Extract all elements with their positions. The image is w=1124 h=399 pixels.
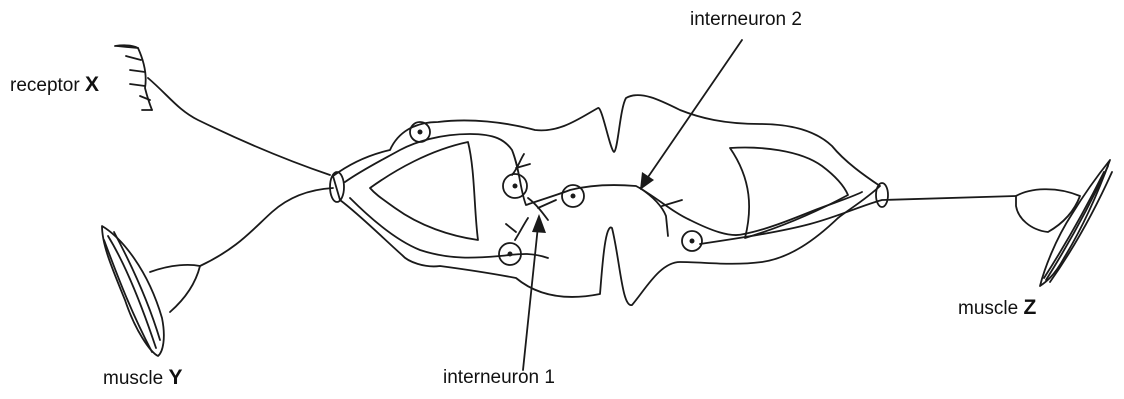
sensory-nerve (148, 78, 330, 175)
cell-body-interneuron-1 (503, 174, 527, 198)
label-receptor-text: receptor (10, 75, 85, 96)
motor-nerve-y (200, 188, 333, 266)
label-receptor-x: receptor X (10, 74, 99, 95)
muscle-z-shape (1016, 160, 1112, 286)
label-muscle-z: muscle Z (958, 297, 1036, 318)
label-receptor-letter: X (85, 73, 99, 96)
arrowhead-interneuron-2 (640, 172, 654, 190)
label-muscle-y: muscle Y (103, 367, 182, 388)
label-muscle-y-letter: Y (168, 366, 182, 389)
muscle-y-shape (102, 226, 200, 356)
grey-matter-outline (345, 134, 862, 235)
label-muscle-z-letter: Z (1023, 296, 1036, 319)
synapse-lower (506, 218, 528, 240)
arrowhead-interneuron-1 (532, 214, 546, 233)
spinal-cord-outline (333, 95, 880, 305)
label-interneuron-1: interneuron 1 (443, 368, 555, 387)
arrow-interneuron-1 (523, 226, 538, 370)
cell-body-centre (562, 185, 584, 207)
synapse-centre (528, 198, 556, 220)
grey-matter-lower (350, 198, 548, 258)
receptor-x-shape (115, 45, 152, 110)
label-muscle-z-text: muscle (958, 298, 1023, 319)
label-interneuron-2: interneuron 2 (690, 10, 802, 29)
cell-body-lower-right (682, 231, 702, 251)
label-muscle-y-text: muscle (103, 368, 168, 389)
arrow-interneuron-2 (646, 40, 742, 180)
right-ganglion (876, 183, 888, 207)
